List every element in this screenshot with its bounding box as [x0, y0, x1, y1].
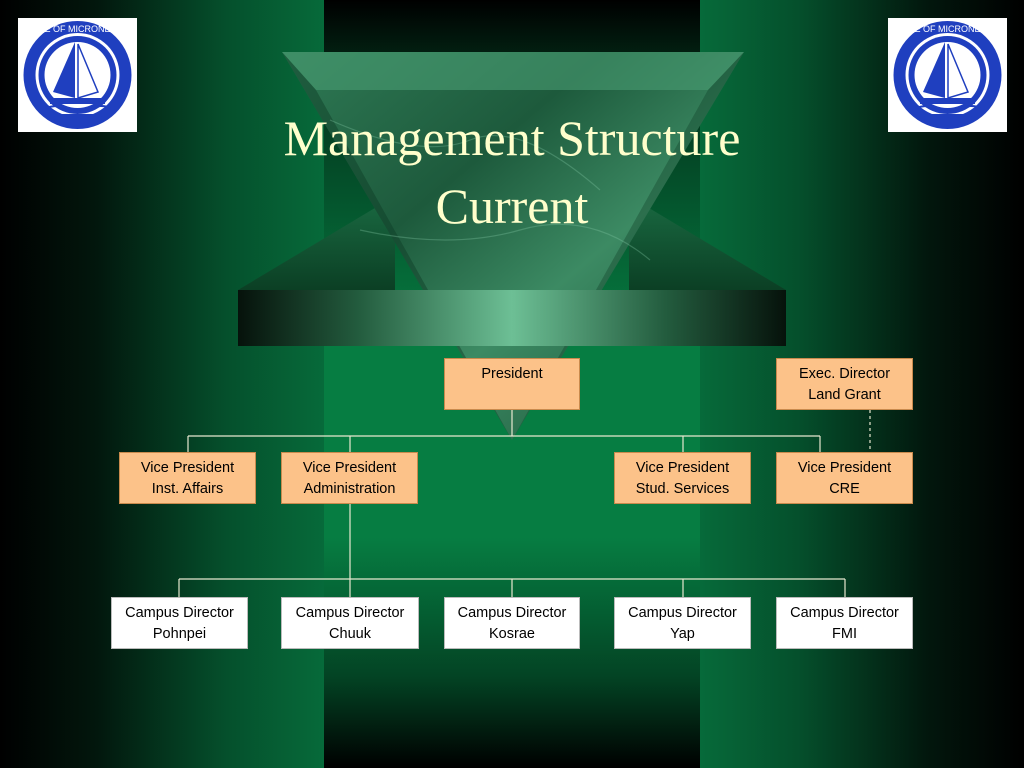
college-logo-left: COLLEGE OF MICRONESIA-FSM: [18, 18, 137, 132]
svg-text:COLLEGE OF MICRONESIA-FSM: COLLEGE OF MICRONESIA-FSM: [18, 24, 137, 34]
org-box-vp-cre: Vice President CRE: [776, 452, 913, 504]
org-box-line: Campus Director: [790, 605, 899, 621]
org-box-president: President: [444, 358, 580, 410]
org-box-line: Land Grant: [808, 387, 881, 403]
org-box-line: Inst. Affairs: [151, 481, 224, 497]
gradient-band: [238, 290, 786, 346]
org-box-line: Campus Director: [295, 605, 405, 621]
org-box-line: Exec. Director: [798, 366, 891, 382]
org-box-campus-fmi: Campus Director FMI: [776, 597, 913, 649]
org-box-line: Stud. Services: [635, 481, 730, 497]
org-box-vp-inst-affairs: Vice President Inst. Affairs: [119, 452, 256, 504]
slide-title-line-1: Management Structure: [283, 110, 741, 166]
slide-title-line-2: Current: [435, 178, 589, 234]
org-box-line: Yap: [670, 626, 695, 642]
college-seal-icon: COLLEGE OF MICRONESIA-FSM: [18, 21, 137, 129]
org-box-line: Administration: [303, 481, 396, 497]
org-box-line: Pohnpei: [152, 626, 207, 642]
org-box-line: Campus Director: [457, 605, 567, 621]
org-box-line: Campus Director: [628, 605, 737, 621]
org-box-line: Chuuk: [329, 626, 371, 642]
org-box-line: CRE: [829, 481, 860, 497]
slide-title: Management Structure Current: [212, 104, 812, 240]
college-logo-right: COLLEGE OF MICRONESIA-FSM: [888, 18, 1007, 132]
org-box-line: Campus Director: [125, 605, 234, 621]
college-seal-icon: COLLEGE OF MICRONESIA-FSM: [888, 21, 1007, 129]
org-box-vp-administration: Vice President Administration: [281, 452, 418, 504]
org-box-line: Vice President: [635, 460, 730, 476]
org-box-vp-stud-services: Vice President Stud. Services: [614, 452, 751, 504]
org-box-campus-yap: Campus Director Yap: [614, 597, 751, 649]
org-box-line: FMI: [832, 626, 857, 642]
org-box-line: Vice President: [797, 460, 892, 476]
org-box-line: Kosrae: [489, 626, 535, 642]
org-box-campus-kosrae: Campus Director Kosrae: [444, 597, 580, 649]
org-box-campus-chuuk: Campus Director Chuuk: [281, 597, 419, 649]
svg-text:COLLEGE OF MICRONESIA-FSM: COLLEGE OF MICRONESIA-FSM: [888, 24, 1007, 34]
org-box-line: Vice President: [140, 460, 235, 476]
org-box-line: Vice President: [302, 460, 397, 476]
org-box-exec-director: Exec. Director Land Grant: [776, 358, 913, 410]
org-box-campus-pohnpei: Campus Director Pohnpei: [111, 597, 248, 649]
org-box-line: President: [481, 366, 543, 382]
